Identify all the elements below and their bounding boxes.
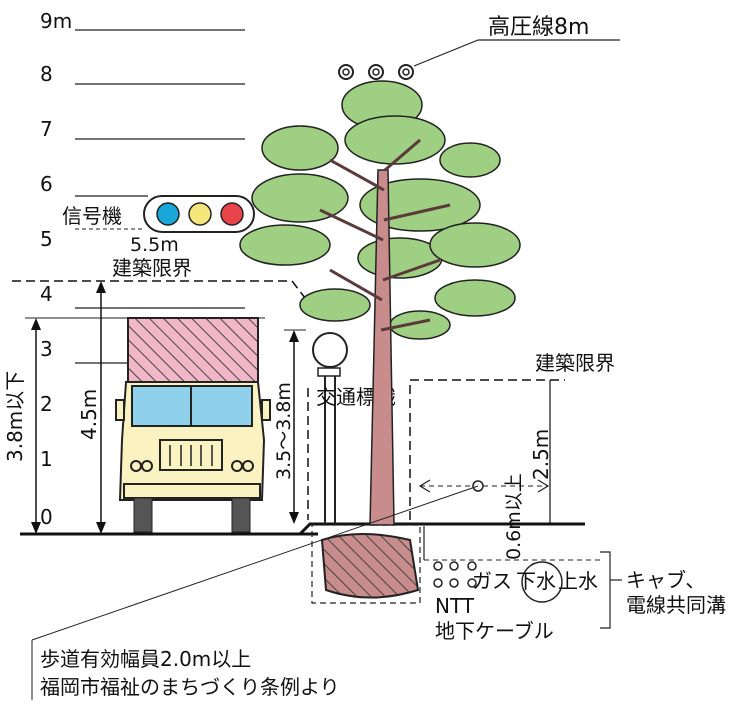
traffic-sign: 交通標識 bbox=[312, 332, 396, 524]
sign-height-label: 3.5〜3.8m bbox=[273, 382, 295, 480]
power-line: 高圧線8m bbox=[338, 15, 620, 80]
dimension-truck-height: 4.5m bbox=[77, 281, 106, 534]
tree-branches bbox=[319, 138, 451, 332]
clearance-boundary bbox=[12, 280, 565, 525]
truck-mirror-left bbox=[115, 399, 125, 421]
underground-cable-label: 地下ケーブル bbox=[435, 619, 554, 643]
walk-clearance-height-label: 2.5m bbox=[529, 429, 553, 480]
signal-light-red bbox=[220, 202, 244, 226]
dimension-walk-width bbox=[31, 479, 550, 641]
sewer-pipe bbox=[521, 561, 563, 603]
truck bbox=[115, 317, 271, 533]
truck-wheel-right bbox=[231, 497, 251, 533]
truck-cargo bbox=[127, 317, 259, 383]
tick-3: 3 bbox=[40, 337, 53, 361]
power-line-label: 高圧線8m bbox=[488, 15, 589, 40]
tick-6: 6 bbox=[40, 172, 53, 196]
dimension-truck-limit: 3.8m以下 bbox=[3, 317, 265, 534]
signal-light-blue bbox=[156, 202, 180, 226]
root-ball bbox=[320, 533, 420, 599]
tick-2: 2 bbox=[40, 392, 53, 416]
clearance-label-right: 建築限界 bbox=[535, 351, 615, 375]
tick-4: 4 bbox=[40, 282, 53, 306]
truck-height-label: 4.5m bbox=[77, 389, 101, 440]
water-label: 上水 bbox=[558, 569, 598, 593]
dimension-sign-height: 3.5〜3.8m bbox=[273, 329, 306, 524]
traffic-signal: 信号機 5.5m bbox=[62, 195, 255, 256]
signal-label: 信号機 bbox=[62, 204, 122, 228]
truck-wheel-left bbox=[133, 497, 153, 533]
street-tree bbox=[239, 80, 521, 604]
truck-limit-label: 3.8m以下 bbox=[3, 371, 27, 462]
tick-5: 5 bbox=[40, 227, 53, 251]
tick-8: 8 bbox=[40, 62, 53, 86]
sidewalk-surface bbox=[298, 522, 585, 536]
signal-height-label: 5.5m bbox=[130, 234, 179, 256]
cab-label-line1: キャブ、 bbox=[626, 568, 705, 592]
sign-plate bbox=[312, 332, 348, 368]
height-scale: 9m 8 7 6 5 4 3 2 1 0 bbox=[40, 9, 245, 529]
sewer-label: 下水 bbox=[516, 569, 556, 593]
note-line2: 福岡市福祉のまちづくり条例より bbox=[40, 675, 340, 699]
note-line1: 歩道有効幅員2.0m以上 bbox=[40, 647, 251, 671]
depth-label: 0.6m以上 bbox=[503, 473, 525, 560]
cab-label-line2: 電線共同溝 bbox=[626, 593, 726, 617]
gas-label: ガス bbox=[472, 569, 512, 593]
ntt-label: NTT bbox=[435, 594, 475, 618]
tick-0: 0 bbox=[40, 505, 53, 529]
cab-bracket bbox=[600, 551, 611, 629]
underground-utilities: ガス 下水 上水 NTT 地下ケーブル キャブ、 電線共同溝 bbox=[424, 551, 726, 643]
truck-bumper bbox=[123, 483, 261, 499]
tick-7: 7 bbox=[40, 117, 53, 141]
clearance-label-left: 建築限界 bbox=[112, 256, 192, 280]
dimension-depth: 0.6m以上 bbox=[423, 473, 525, 560]
tick-1: 1 bbox=[40, 447, 53, 471]
truck-mirror-right bbox=[261, 399, 271, 421]
wire-icon bbox=[338, 64, 354, 80]
signal-light-yellow bbox=[188, 202, 212, 226]
tick-9m: 9m bbox=[40, 9, 72, 33]
